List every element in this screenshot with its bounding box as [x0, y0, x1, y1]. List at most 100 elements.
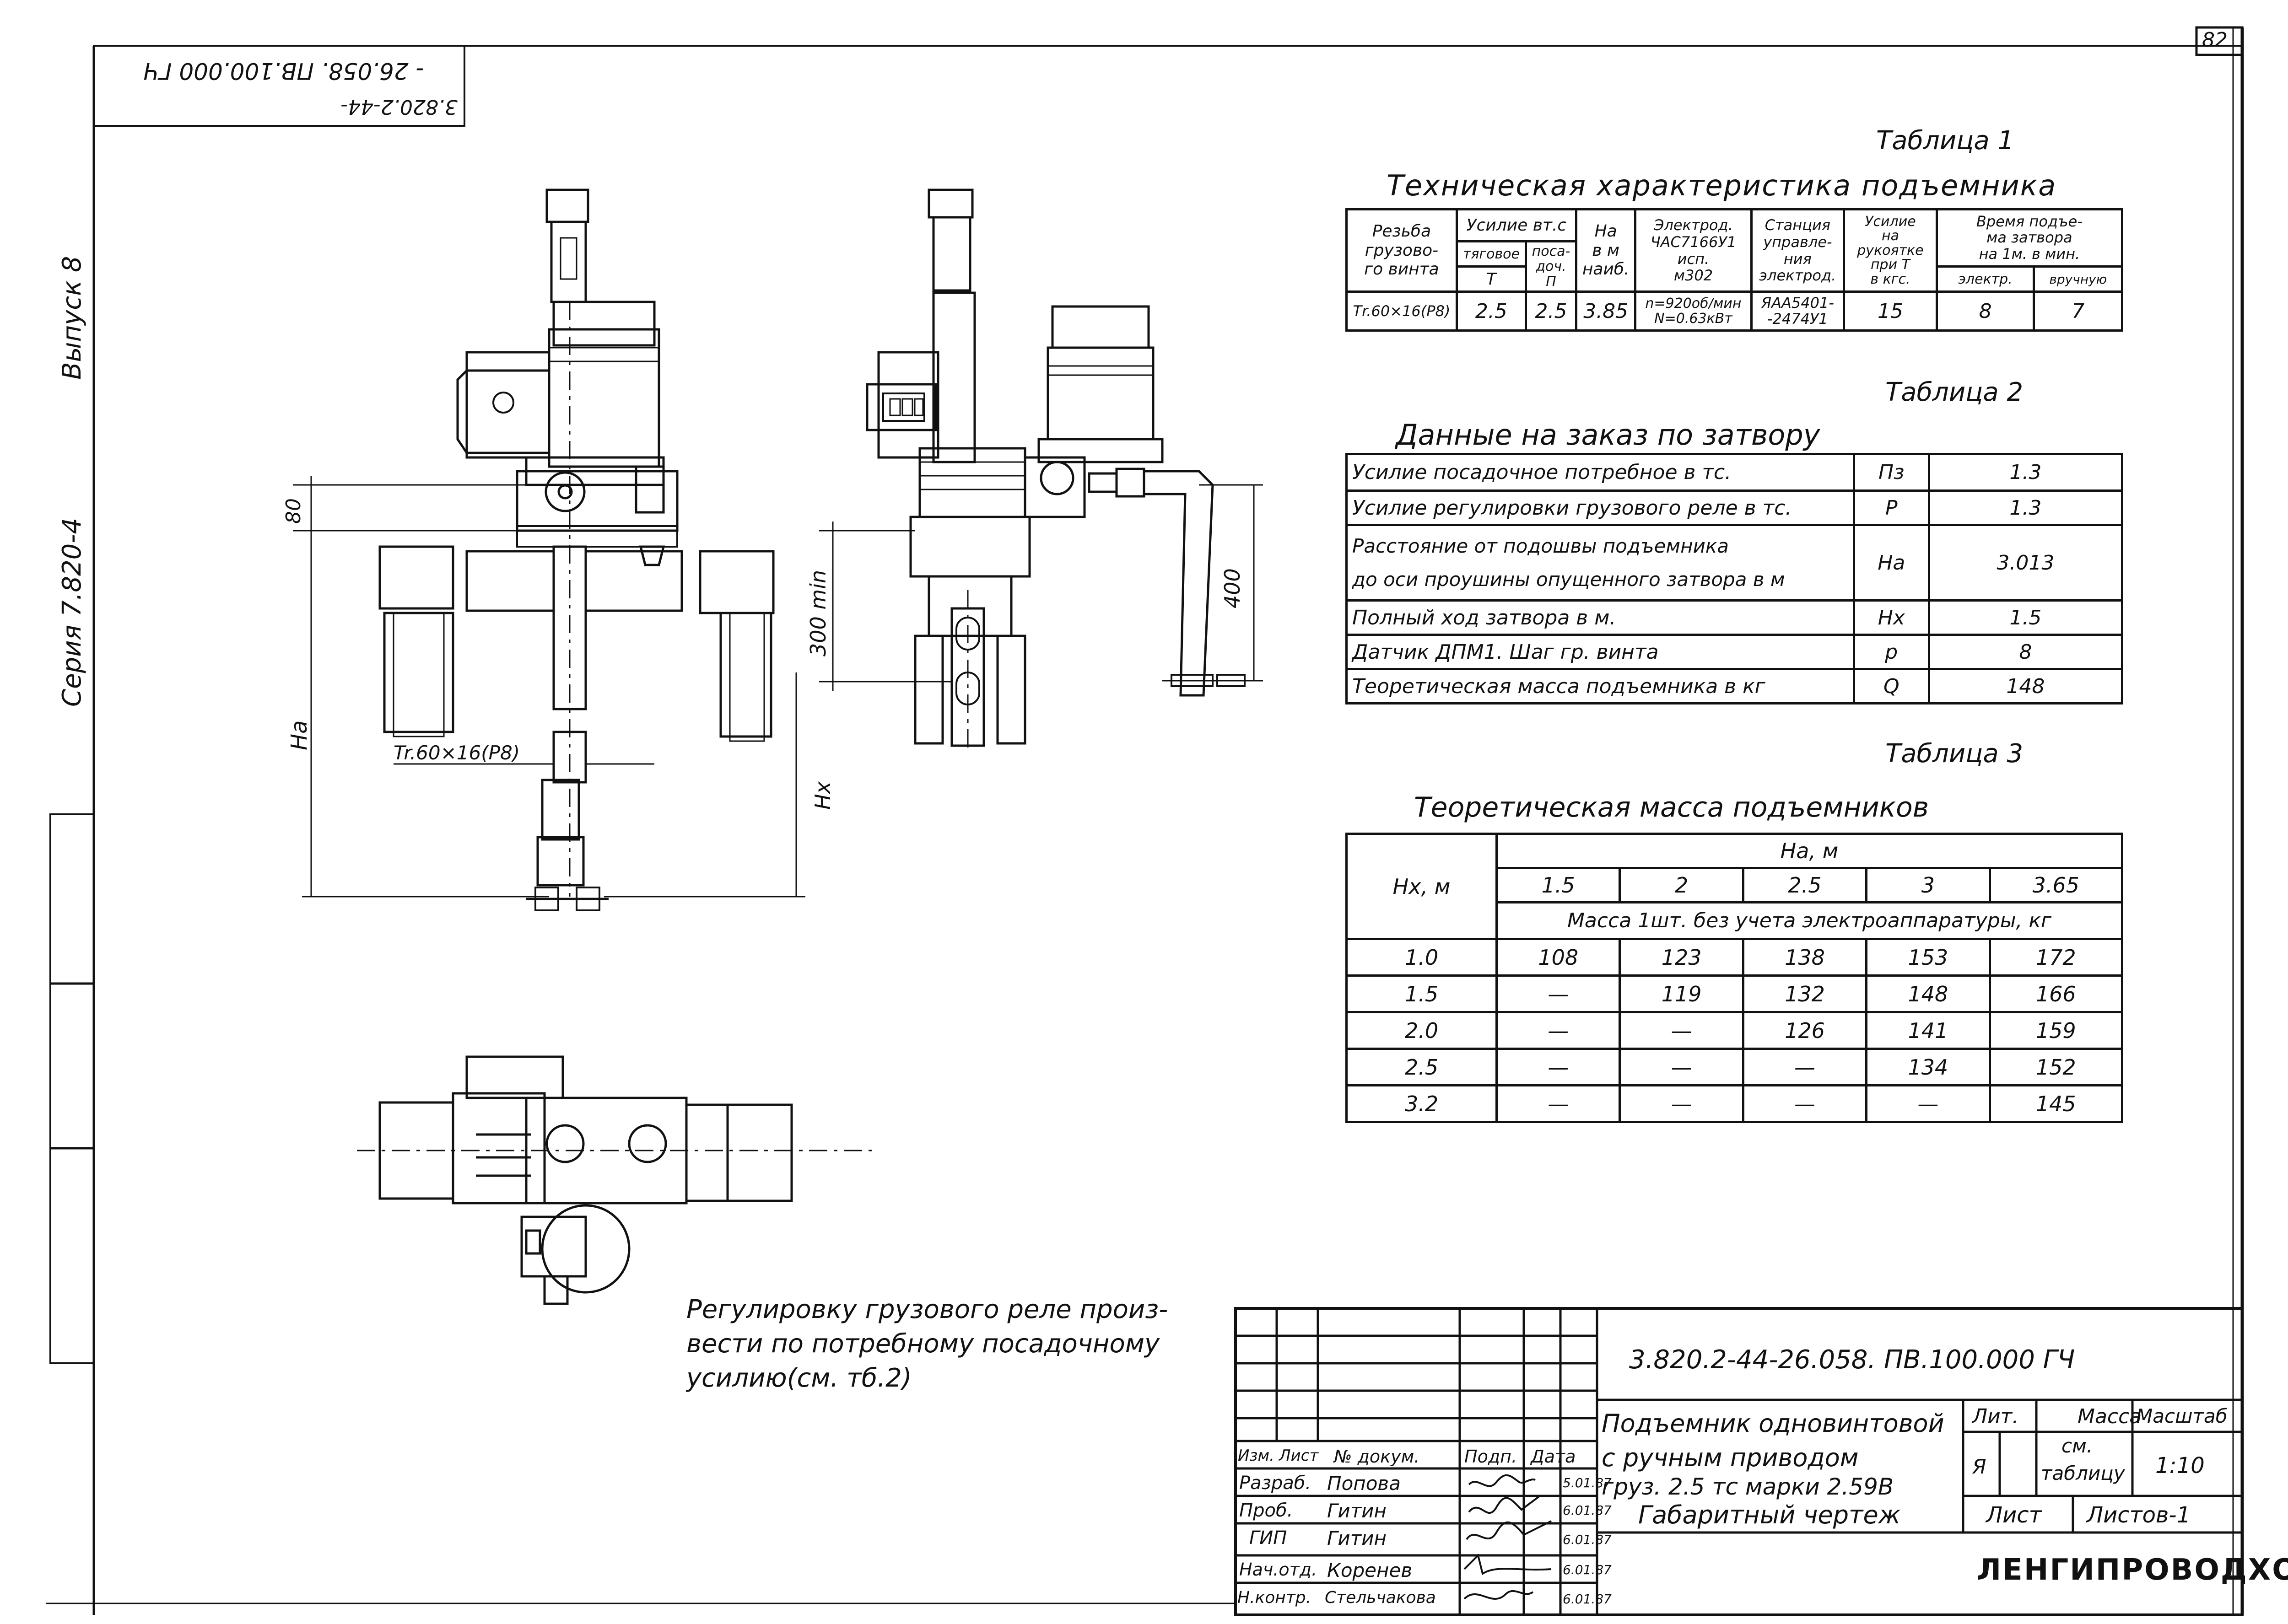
table3-mass-cell: — — [1742, 1084, 1868, 1123]
table3-mass-cell: 138 — [1742, 938, 1868, 977]
title-block-role: Разраб. — [1239, 1473, 1311, 1494]
table3-mass-cell: 132 — [1742, 974, 1868, 1013]
table2-row-value: 1.3 — [1927, 453, 2124, 492]
table3-mass-cell: 134 — [1865, 1048, 1991, 1086]
title-block-role: ГИП — [1249, 1527, 1287, 1549]
title-block-name-line-3: груз. 2.5 тс марки 2.59В — [1602, 1473, 1894, 1500]
table3-mass-cell: 159 — [1988, 1011, 2124, 1050]
table3-mass-cell: — — [1495, 1048, 1621, 1086]
table1-cell-thread: Тr.60×16(Р8) — [1345, 290, 1458, 332]
plan-view-drawing — [357, 1055, 874, 1305]
table1-cell-ha: 3.85 — [1575, 290, 1637, 332]
table2-row-value: 1.5 — [1927, 599, 2124, 636]
table1-title: Техническая характеристика подъемника — [1387, 169, 2057, 202]
page-number-box — [2195, 26, 2244, 56]
table3-mass-cell: 119 — [1619, 974, 1744, 1013]
stamp-box — [93, 45, 465, 127]
title-block-scale-label: Масштаб — [2136, 1405, 2228, 1427]
page-number: 82 — [2202, 28, 2228, 52]
table2-row-symbol: Hx — [1852, 599, 1930, 636]
table3-mass-cell: 172 — [1988, 938, 2124, 977]
title-block-role: Н.контр. — [1237, 1588, 1311, 1607]
title-block-name-line-1: Подъемник одновинтовой — [1602, 1409, 1944, 1438]
table3-ha-value: 2.5 — [1742, 867, 1868, 903]
table3-hx-value: 2.5 — [1345, 1048, 1498, 1086]
table1-header-tension: тяговое — [1455, 240, 1527, 268]
title-block-sheet-label: Лист — [1986, 1502, 2042, 1528]
title-block-sheets-label: Листов-1 — [2087, 1502, 2191, 1528]
table2-order-data: Усилие посадочное потребное в тс. Пз 1.3… — [1345, 453, 2124, 704]
table1-cell-time-electric: 8 — [1935, 290, 2035, 332]
table3-header-ha: Ha, м — [1495, 833, 2123, 869]
table1-cell-landing: 2.5 — [1524, 290, 1578, 332]
table3-mass-cell: 108 — [1495, 938, 1621, 977]
table2-row-symbol: p — [1852, 634, 1930, 670]
title-block-code: 3.820.2-44-26.058. ПВ.100.000 ГЧ — [1629, 1345, 2075, 1375]
title-block-role: Проб. — [1239, 1500, 1293, 1521]
table1-header-time-electric: электр. — [1935, 265, 2035, 293]
table2-row-value: 1.3 — [1927, 489, 2124, 526]
title-block-lines — [1234, 1307, 2244, 1616]
table3-mass-cell: — — [1865, 1084, 1991, 1123]
table3-mass-cell: 123 — [1619, 938, 1744, 977]
table3-mass-cell: — — [1742, 1048, 1868, 1086]
table3-header-hx: Hx, м — [1345, 833, 1498, 940]
organization-name: ЛЕНГИПРОВОДХОЗ — [1977, 1553, 2288, 1587]
table2-title: Данные на заказ по затвору — [1396, 418, 1820, 452]
table2-row-symbol: Ha — [1852, 524, 1930, 602]
table3-mass-cell: 152 — [1988, 1048, 2124, 1086]
table3-ha-value: 3.65 — [1988, 867, 2124, 903]
title-block-header-date: Дата — [1531, 1447, 1576, 1467]
table3-mass-cell: 141 — [1865, 1011, 1991, 1050]
table2-row-name: Усилие посадочное потребное в тс. — [1345, 453, 1855, 492]
table1-header-time-manual: вручную — [2033, 265, 2123, 293]
title-block-lit-value: Я — [1972, 1455, 1986, 1479]
table1-cell-handle: 15 — [1843, 290, 1938, 332]
table2-row-value: 3.013 — [1927, 524, 2124, 602]
note-line-1: Регулировку грузового реле произ- — [686, 1295, 1168, 1324]
table2-row-name: Усилие регулировки грузового реле в тс. — [1345, 489, 1855, 526]
title-block-person: Коренев — [1327, 1559, 1413, 1581]
title-block-mass-value-2: таблицу — [2041, 1462, 2125, 1484]
table3-label: Таблица 3 — [1885, 739, 2024, 769]
title-block-person: Гитин — [1327, 1527, 1387, 1549]
title-block-date: 6.01.87 — [1563, 1562, 1612, 1577]
table1-header-tension-symbol: Т — [1455, 265, 1527, 293]
note-line-3: усилию(см. тб.2) — [686, 1363, 912, 1393]
dimension-thread: Tr.60×16(P8) — [394, 742, 520, 764]
table3-mass-cell: 148 — [1865, 974, 1991, 1013]
title-block-header-list: Лист — [1279, 1447, 1319, 1465]
title-block-person: Стельчакова — [1325, 1588, 1436, 1607]
table3-hx-value: 2.0 — [1345, 1011, 1498, 1050]
table3-ha-value: 2 — [1619, 867, 1744, 903]
table3-hx-value: 1.5 — [1345, 974, 1498, 1013]
side-view-drawing — [819, 188, 1263, 750]
title-block-name-line-2: с ручным приводом — [1602, 1443, 1859, 1472]
title-block-date: 5.01.87 — [1563, 1475, 1612, 1490]
table2-row-symbol: Пз — [1852, 453, 1930, 492]
table3-mass-cell: — — [1619, 1084, 1744, 1123]
title-block-header-sign: Подп. — [1464, 1447, 1517, 1467]
table3-mass-cell: — — [1495, 1011, 1621, 1050]
table3-mass-cell: 145 — [1988, 1084, 2124, 1123]
title-block-mass-label: Масса — [2078, 1405, 2142, 1428]
front-view-drawing — [293, 188, 805, 911]
title-block-header-doc: № докум. — [1334, 1447, 1420, 1467]
table3-mass-cell: 153 — [1865, 938, 1991, 977]
table3-mass-cell: — — [1619, 1011, 1744, 1050]
table2-row-value: 148 — [1927, 668, 2124, 704]
title-block-person: Гитин — [1327, 1500, 1387, 1522]
table3-mass-cell: 126 — [1742, 1011, 1868, 1050]
table3-mass-cell: — — [1495, 974, 1621, 1013]
title-block-name-line-4: Габаритный чертеж — [1638, 1500, 1901, 1529]
title-block-scale-value: 1:10 — [2155, 1453, 2205, 1479]
title-block-date: 6.01.87 — [1563, 1532, 1612, 1547]
table3-ha-value: 1.5 — [1495, 867, 1621, 903]
